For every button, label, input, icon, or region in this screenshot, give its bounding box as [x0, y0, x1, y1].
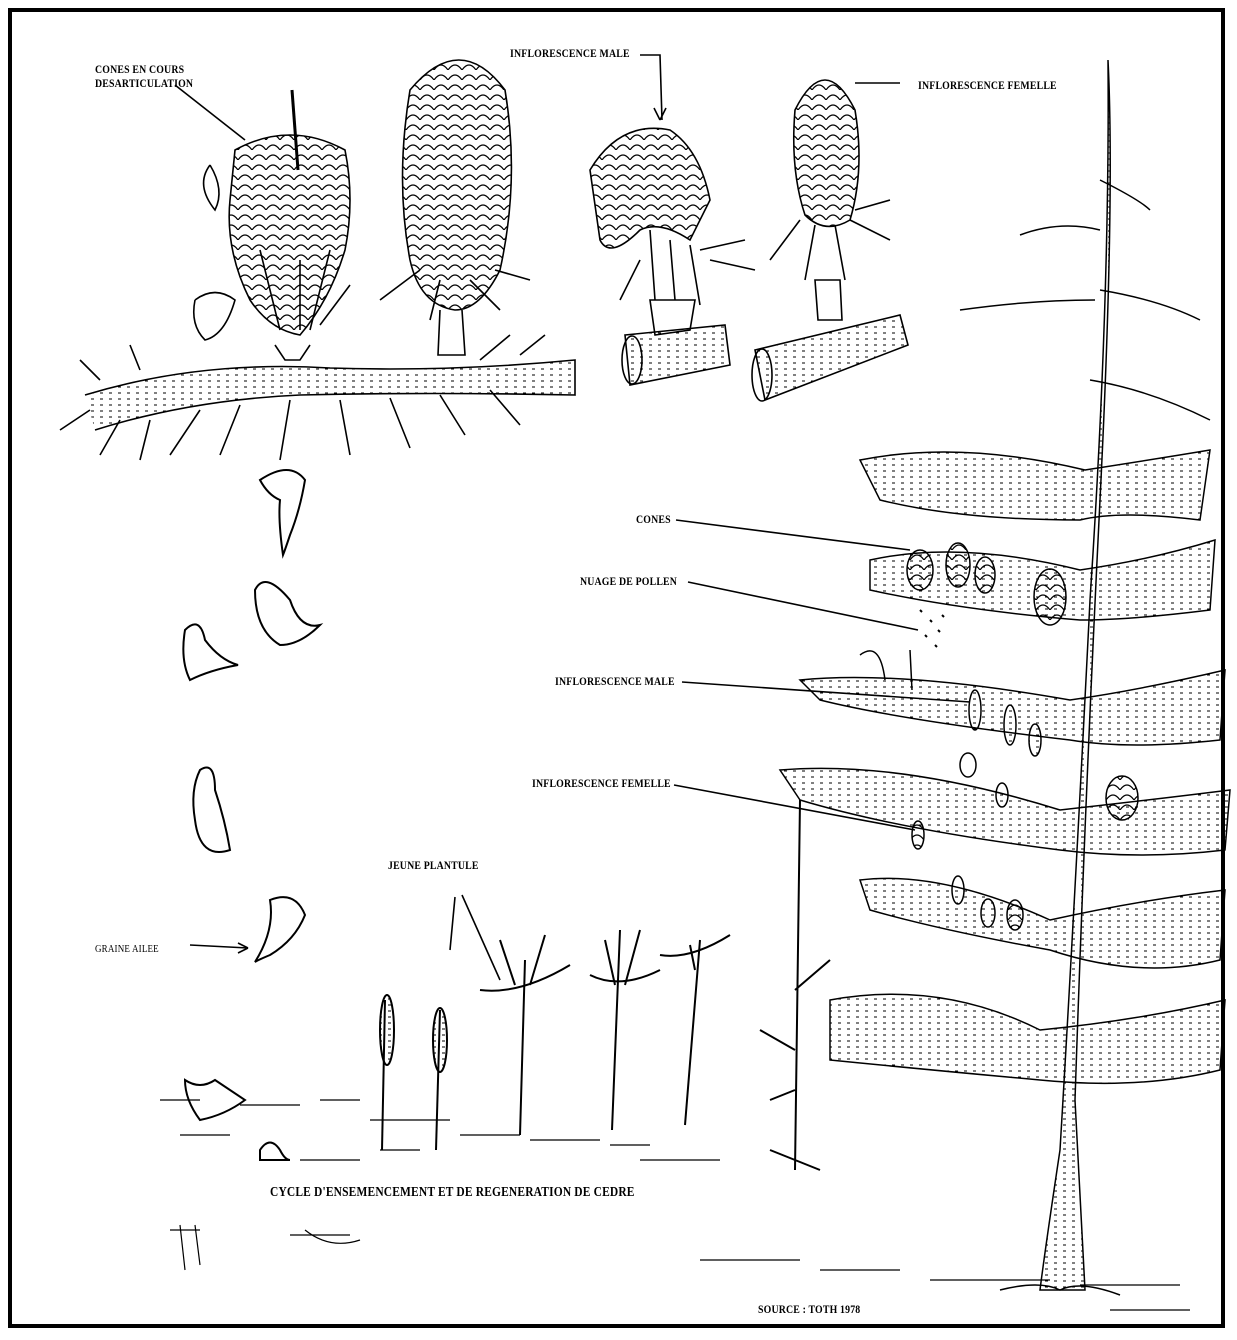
label-jeune-plantule: JEUNE PLANTULE: [388, 858, 479, 872]
source-credit: SOURCE : TOTH 1978: [758, 1302, 860, 1316]
label-graine-ailee: GRAINE AILEE: [95, 942, 159, 956]
diagram-caption: CYCLE D'ENSEMENCEMENT ET DE REGENERATION…: [270, 1186, 635, 1200]
falling-seeds: [183, 470, 320, 1160]
top-branch: [60, 60, 908, 460]
label-inflorescence-femelle-top: INFLORESCENCE FEMELLE: [918, 78, 1057, 92]
label-cones: CONES: [636, 512, 671, 526]
label-inflorescence-male-top: INFLORESCENCE MALE: [510, 46, 630, 60]
label-cones-desarticulation: CONES EN COURS DESARTICULATION: [95, 62, 193, 90]
label-inflorescence-male-tree: INFLORESCENCE MALE: [555, 674, 675, 688]
seedlings: [380, 800, 830, 1170]
ground: [160, 1100, 1190, 1310]
cedar-tree: [780, 60, 1230, 1295]
label-nuage-pollen: NUAGE DE POLLEN: [580, 574, 677, 588]
label-inflorescence-femelle-tree: INFLORESCENCE FEMELLE: [532, 776, 671, 790]
